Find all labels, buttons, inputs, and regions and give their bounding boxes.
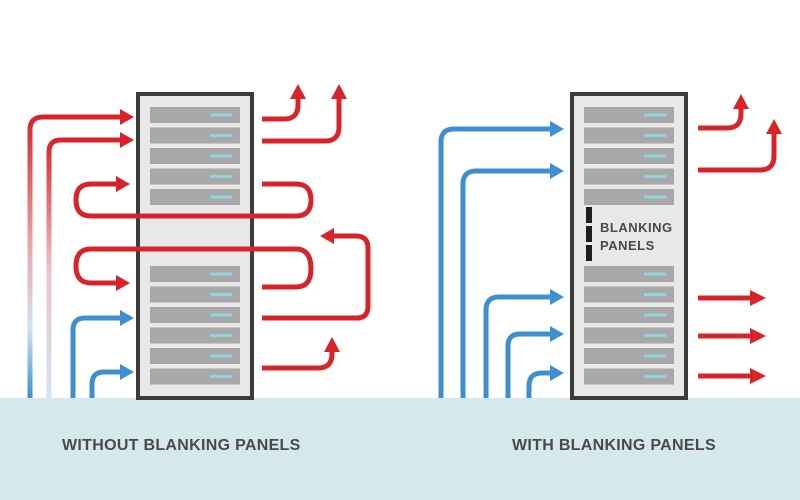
blanking-label-line2: PANELS [600, 238, 655, 253]
server-status-light [644, 272, 666, 276]
server-status-light [644, 375, 666, 378]
server-unit [584, 368, 674, 385]
server-status-light [210, 175, 232, 178]
server-stack-top [150, 107, 240, 205]
server-status-light [210, 154, 232, 158]
server-unit [150, 107, 240, 123]
server-status-light [644, 195, 666, 199]
server-unit [584, 266, 674, 282]
server-unit [150, 168, 240, 185]
server-unit [150, 327, 240, 344]
rack-without-panels [136, 92, 254, 400]
server-unit [150, 286, 240, 303]
server-unit [150, 266, 240, 282]
blanking-panel-markers [586, 207, 592, 261]
server-status-light [210, 334, 232, 337]
inlet-airflow-left [27, 114, 122, 398]
server-stack-bottom [150, 266, 240, 385]
server-stack-bottom-right [584, 266, 674, 385]
caption-without-blanking-panels: WITHOUT BLANKING PANELS [62, 437, 301, 454]
server-status-light [644, 354, 666, 358]
server-status-light [644, 154, 666, 158]
server-status-light [210, 354, 232, 358]
blanking-label-line1: BLANKING [600, 220, 673, 235]
server-status-light [644, 113, 666, 117]
server-status-light [210, 113, 232, 117]
recirculation-loops [73, 181, 371, 321]
server-unit [150, 368, 240, 385]
exhaust-airflow-left [262, 97, 342, 371]
server-status-light [644, 134, 666, 137]
server-unit [584, 307, 674, 323]
server-unit [150, 127, 240, 144]
server-status-light [644, 313, 666, 317]
server-status-light [210, 375, 232, 378]
server-unit [584, 148, 674, 164]
inlet-arrowheads-left [120, 109, 134, 380]
server-status-light [644, 293, 666, 296]
server-unit [150, 307, 240, 323]
caption-with-blanking-panels: WITH BLANKING PANELS [512, 437, 716, 454]
exhaust-arrowheads-right [733, 94, 782, 384]
exhaust-airflow-right [698, 107, 777, 379]
server-stack-top-right [584, 107, 674, 205]
recirculation-arrowheads [116, 176, 334, 291]
server-unit [584, 168, 674, 185]
server-unit [584, 107, 674, 123]
server-status-light [644, 175, 666, 178]
inlet-arrowheads-right [550, 121, 564, 381]
floor [0, 398, 800, 500]
server-status-light [210, 313, 232, 317]
server-unit [584, 189, 674, 205]
inlet-airflow-right [438, 126, 552, 398]
server-unit [150, 348, 240, 364]
server-status-light [210, 293, 232, 296]
server-status-light [210, 195, 232, 199]
server-unit [150, 189, 240, 205]
server-status-light [644, 334, 666, 337]
rack-with-panels: BLANKING PANELS [570, 92, 688, 400]
server-unit [584, 286, 674, 303]
server-unit [150, 148, 240, 164]
server-unit [584, 348, 674, 364]
server-unit [584, 327, 674, 344]
server-status-light [210, 134, 232, 137]
server-unit [584, 127, 674, 144]
server-status-light [210, 272, 232, 276]
exhaust-arrowheads-left [290, 84, 347, 352]
